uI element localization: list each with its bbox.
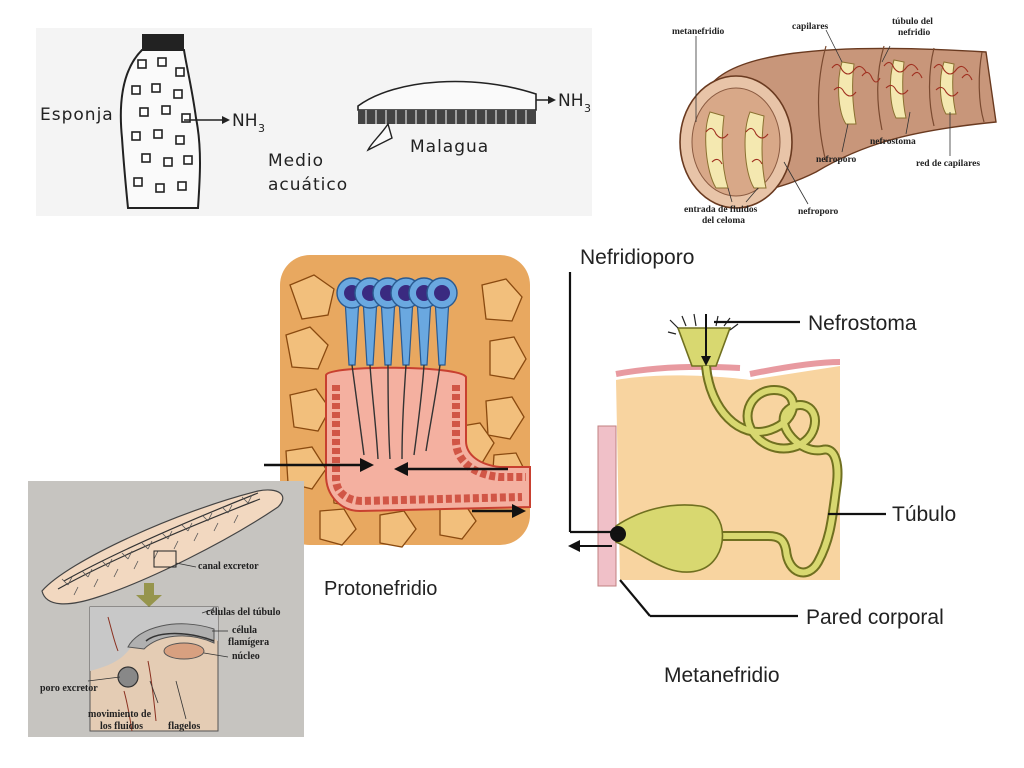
label-movimiento-line1: movimiento de [88, 709, 152, 720]
flame-cell-nucleus [434, 285, 450, 301]
jellyfish-label: Malagua [410, 137, 489, 157]
metanephridium-title: Metanefridio [664, 664, 780, 687]
sponge-jellyfish-panel: Esponja NH 3 Medio acuático NH 3 Malagua [36, 28, 592, 216]
label-capilares: capilares [792, 22, 829, 32]
earthworm-panel: metanefridio capilares túbulo del nefrid… [666, 12, 1004, 234]
metanephridium-leader-lines [568, 272, 886, 618]
medium-label-line1: Medio [268, 151, 324, 171]
label-nefrostoma-meta: Nefrostoma [808, 312, 917, 335]
metanephridium-illustration [597, 313, 843, 587]
sponge-nh3-label: NH [232, 111, 258, 131]
flatworm-illustration [41, 489, 284, 732]
label-nefrostoma: nefrostoma [870, 137, 916, 147]
earthworm-leader-lines [695, 29, 951, 205]
label-movimiento-line2: los fluidos [100, 721, 143, 732]
label-nucleo: núcleo [232, 651, 260, 662]
flatworm-panel: canal excretor células del túbulo célula… [28, 481, 304, 737]
label-canal-excretor: canal excretor [198, 561, 259, 572]
label-celula-line2: flamígera [228, 637, 269, 648]
metanephridium-panel: Nefridioporo Nefrostoma Túbulo Pared cor… [560, 240, 1000, 690]
label-tubulo-line1: túbulo del [892, 17, 933, 27]
sponge-nh3-subscript: 3 [258, 122, 265, 135]
label-tubulo-line2: nefridio [898, 28, 930, 38]
protonephridium-arrows [264, 458, 526, 518]
earthworm-illustration [679, 45, 997, 209]
jellyfish-illustration [357, 80, 537, 152]
sponge-label: Esponja [40, 105, 114, 125]
jellyfish-nh3-subscript: 3 [584, 102, 591, 115]
label-poro-excretor: poro excretor [40, 683, 98, 694]
label-red-capilares: red de capilares [916, 159, 980, 169]
flatworm-leader-lines [87, 562, 229, 720]
label-celula-line1: célula [232, 625, 257, 636]
jellyfish-nh3-label: NH [558, 91, 584, 111]
label-tubulo-meta: Túbulo [892, 503, 956, 526]
medium-label-line2: acuático [268, 175, 348, 195]
label-metanefridio: metanefridio [672, 27, 724, 37]
label-nefroporo-b: nefroporo [798, 207, 839, 217]
label-entrada-line1: entrada de fluidos [684, 205, 758, 215]
label-nefridioporo: Nefridioporo [580, 246, 694, 269]
label-celulas-tubulo: células del túbulo [206, 607, 280, 618]
sponge-illustration [119, 34, 201, 209]
label-flagelos: flagelos [168, 721, 200, 732]
protonephridium-illustration [280, 255, 531, 548]
protonephridium-title: Protonefridio [324, 578, 437, 600]
label-nefroporo-a: nefroporo [816, 155, 857, 165]
label-entrada-line2: del celoma [702, 216, 745, 226]
protonephridium-panel: Protonefridio [260, 245, 550, 615]
label-pared-corporal: Pared corporal [806, 606, 944, 629]
